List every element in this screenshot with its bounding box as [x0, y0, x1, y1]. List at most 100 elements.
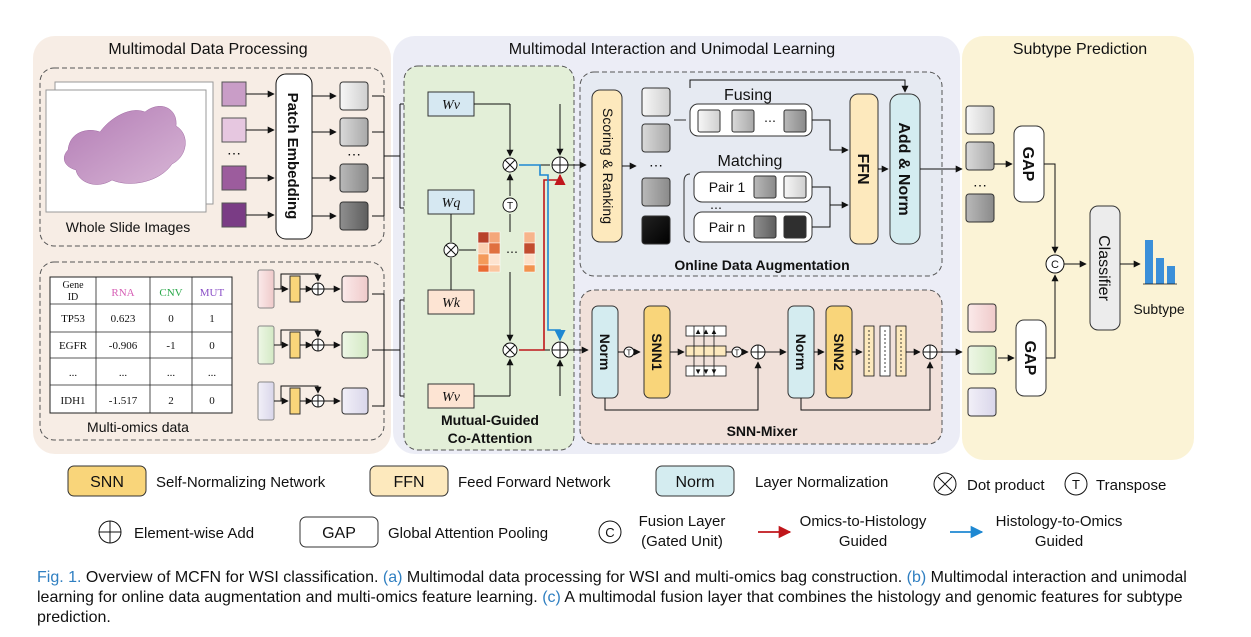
interaction-title: Multimodal Interaction and Unimodal Lear… [509, 41, 835, 58]
table-header-gene-2: ID [68, 292, 79, 303]
figure-caption: Fig. 1. Overview of MCFN for WSI classif… [37, 568, 1217, 628]
pair1-label: Pair 1 [709, 179, 746, 195]
co-attention-line1: Mutual-Guided [441, 412, 539, 428]
omics-snn-block [289, 387, 301, 415]
legend-gap-key [299, 516, 379, 548]
legend-transpose-key: T [1072, 477, 1080, 492]
table-cell: -1 [166, 340, 175, 352]
svg-text:⋯: ⋯ [973, 177, 987, 193]
transpose-icon [502, 197, 518, 213]
table-cell: EGFR [59, 340, 88, 352]
pred-omics-token-1 [967, 303, 997, 333]
gap-bottom-label: GAP [1021, 341, 1038, 376]
patch-4 [221, 202, 247, 228]
ffn-label: FFN [854, 153, 871, 184]
tissue-image [63, 106, 186, 185]
legend-transpose-icon [1064, 472, 1088, 496]
svg-text:T: T [735, 349, 740, 358]
patch-3 [221, 165, 247, 191]
aug-token-ellipsis: ⋯ [649, 157, 663, 173]
pred-omics-token-3 [967, 387, 997, 417]
wq-label: Wq [442, 196, 461, 211]
table-cell: 0 [209, 395, 215, 407]
patch-1 [221, 81, 247, 107]
aug-token-3 [641, 177, 671, 207]
svg-text:▼▼▼: ▼▼▼ [694, 367, 718, 376]
wk-box [427, 289, 475, 315]
legend-ffn-key-label: FFN [393, 474, 424, 491]
patch-embedding-box [275, 73, 313, 240]
omics-table [49, 276, 233, 414]
legend-snn-key [67, 465, 147, 497]
legend-transpose-desc: Transpose [1096, 477, 1166, 494]
legend-norm-desc: Layer Normalization [755, 474, 888, 491]
pred-wsi-token-1 [965, 105, 995, 135]
omics-input-bar [257, 325, 275, 365]
table-cell: ... [167, 367, 176, 379]
table-cell: -0.906 [109, 340, 138, 352]
patch-2 [221, 117, 247, 143]
omics-token [341, 331, 369, 359]
prediction-panel [962, 36, 1194, 460]
legend-fusion-key: C [605, 525, 614, 540]
svg-text:T: T [627, 349, 632, 358]
legend-fusion-icon [598, 520, 622, 544]
mixer-norm-2-label: Norm [793, 334, 809, 371]
legend-ffn-desc: Feed Forward Network [458, 474, 611, 491]
attention-matrix [477, 231, 536, 273]
wv-top-box [427, 91, 475, 117]
pred-omics-token-2 [967, 345, 997, 375]
wv-bottom-label: Wv [442, 390, 461, 405]
legend-snn-key-label: SNN [90, 474, 124, 491]
token-mixing-icon [685, 325, 727, 377]
table-cell: ... [119, 367, 128, 379]
table-cell: 0.623 [111, 313, 136, 325]
table-header-gene: Gene [62, 280, 84, 291]
table-cell: TP53 [61, 313, 85, 325]
subtype-bars [1145, 240, 1175, 284]
caption-text-2: Multimodal data processing for WSI and m… [402, 569, 907, 586]
table-cell: IDH1 [60, 395, 85, 407]
caption-text-4: A multimodal fusion layer that combines … [37, 589, 1183, 626]
legend-norm-key-label: Norm [675, 474, 714, 491]
legend-o2h-line2: Guided [839, 533, 887, 550]
wsi-token-2 [339, 117, 369, 147]
table-cell: -1.517 [109, 395, 138, 407]
table-cell: 1 [209, 313, 215, 325]
pairn-label: Pair n [709, 219, 746, 235]
histology-to-omics-path [519, 164, 566, 342]
fusing-label: Fusing [724, 87, 772, 104]
caption-fig: Fig. 1. [37, 569, 82, 586]
caption-c: (c) [542, 589, 561, 606]
legend-dot-desc: Dot product [967, 477, 1045, 494]
fusion-symbol: C [1051, 259, 1059, 271]
legend-fusion-line1: Fusion Layer [639, 513, 726, 530]
table-cell: 2 [168, 395, 174, 407]
pred-wsi-token-3 [965, 193, 995, 223]
wsi-label: Whole Slide Images [66, 219, 191, 235]
snn-mixer-label: SNN-Mixer [727, 423, 798, 439]
table-header-mut: MUT [200, 287, 225, 299]
svg-text:⋯: ⋯ [764, 114, 776, 128]
gap-top-label: GAP [1019, 147, 1036, 182]
wsi-token-4 [339, 201, 369, 231]
patch-ellipsis: ⋯ [227, 145, 241, 161]
legend-gap-desc: Global Attention Pooling [388, 525, 548, 542]
channel-mixing-icon [863, 325, 907, 377]
omics-input-bar [257, 269, 275, 309]
svg-text:▲▲▲: ▲▲▲ [694, 327, 718, 336]
caption-a: (a) [382, 569, 403, 586]
wv-top-label: Wv [442, 98, 461, 113]
processing-title: Multimodal Data Processing [108, 41, 307, 58]
aug-token-4 [641, 215, 671, 245]
snn1-label: SNN1 [649, 333, 665, 371]
wsi-token-ellipsis: ⋯ [347, 146, 361, 162]
transpose-symbol: T [507, 201, 513, 212]
legend-h2o-line1: Histology-to-Omics [996, 513, 1123, 530]
prediction-title: Subtype Prediction [1013, 41, 1147, 58]
table-cell: 0 [168, 313, 174, 325]
caption-text-1: Overview of MCFN for WSI classification. [81, 569, 383, 586]
add-norm-label: Add & Norm [895, 122, 912, 215]
co-attention-line2: Co-Attention [448, 430, 533, 446]
